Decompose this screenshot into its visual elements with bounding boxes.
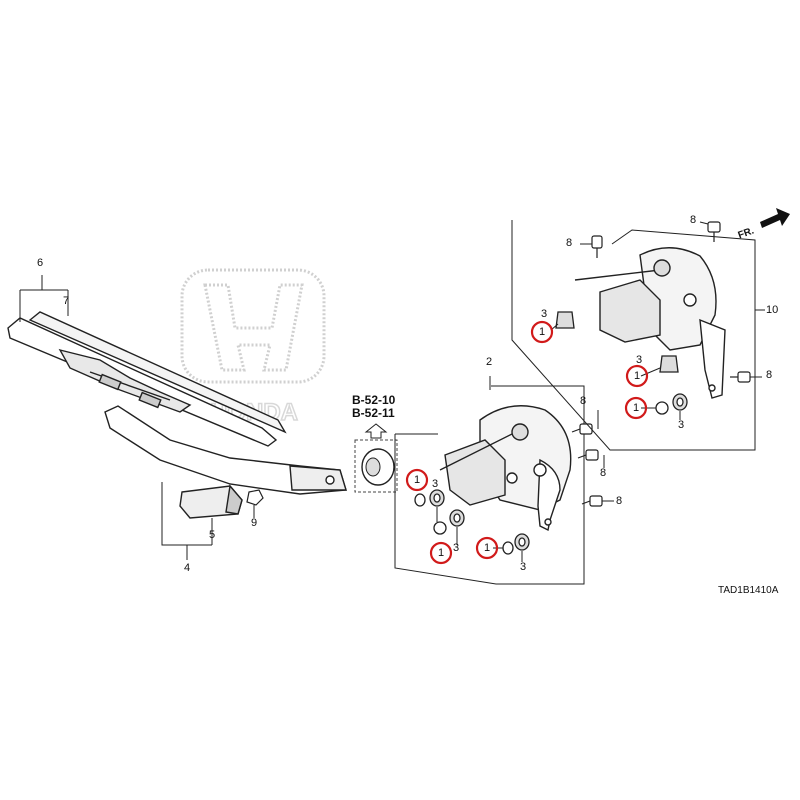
part-label-3f: 3 bbox=[520, 561, 527, 573]
part-label-4: 4 bbox=[184, 562, 191, 574]
right-washers bbox=[555, 311, 688, 415]
flange-nut-9 bbox=[246, 489, 264, 506]
motor-assembly-center-frame bbox=[394, 376, 585, 585]
part-label-8d: 8 bbox=[580, 395, 587, 407]
reference-code-2: B-52-11 bbox=[352, 406, 395, 420]
reference-connector bbox=[354, 423, 398, 493]
part-label-8f: 8 bbox=[616, 495, 623, 507]
highlight-circles bbox=[405, 320, 649, 565]
part-label-8c: 8 bbox=[766, 369, 773, 381]
part-label-3e: 3 bbox=[453, 542, 460, 554]
part-label-1d: 1 bbox=[414, 474, 421, 486]
part-label-2: 2 bbox=[486, 356, 493, 368]
part-label-6: 6 bbox=[37, 257, 44, 269]
part-label-1b: 1 bbox=[634, 370, 641, 382]
wiper-motor-center bbox=[439, 405, 572, 532]
part-label-1c: 1 bbox=[633, 402, 640, 414]
leader-lines-left bbox=[19, 275, 255, 560]
wiper-blade-assembly bbox=[7, 311, 287, 447]
part-label-1f: 1 bbox=[484, 542, 491, 554]
part-label-1a: 1 bbox=[539, 326, 546, 338]
part-label-3c: 3 bbox=[678, 419, 685, 431]
part-label-3d: 3 bbox=[432, 478, 439, 490]
wiper-arm-assembly bbox=[104, 405, 347, 495]
highlight-circle-1a bbox=[530, 320, 554, 344]
highlight-circle-1f bbox=[475, 536, 499, 560]
wiper-arm-cap bbox=[179, 484, 243, 519]
leader-lines-center bbox=[436, 410, 614, 562]
diagram-code: TAD1B1410A bbox=[718, 585, 779, 596]
part-label-10: 10 bbox=[766, 304, 779, 316]
reference-code-1: B-52-10 bbox=[352, 393, 396, 407]
part-label-8a: 8 bbox=[566, 237, 573, 249]
part-label-8e: 8 bbox=[600, 467, 607, 479]
part-label-1e: 1 bbox=[438, 547, 445, 559]
front-direction-arrow-icon bbox=[760, 208, 790, 228]
part-label-3a: 3 bbox=[541, 308, 548, 320]
highlight-circle-1c bbox=[624, 396, 648, 420]
center-bolts bbox=[571, 423, 603, 507]
part-label-9: 9 bbox=[251, 517, 258, 529]
highlight-circle-1d bbox=[405, 468, 429, 492]
highlight-circle-1b bbox=[625, 364, 649, 388]
highlight-circle-1e bbox=[429, 541, 453, 565]
part-label-5: 5 bbox=[209, 529, 216, 541]
center-washers bbox=[414, 489, 530, 555]
part-label-7: 7 bbox=[63, 295, 70, 307]
wiper-motor-right bbox=[574, 247, 726, 399]
part-label-8b: 8 bbox=[690, 214, 697, 226]
motor-assembly-right-frame bbox=[511, 220, 765, 451]
part-label-3b: 3 bbox=[636, 354, 643, 366]
